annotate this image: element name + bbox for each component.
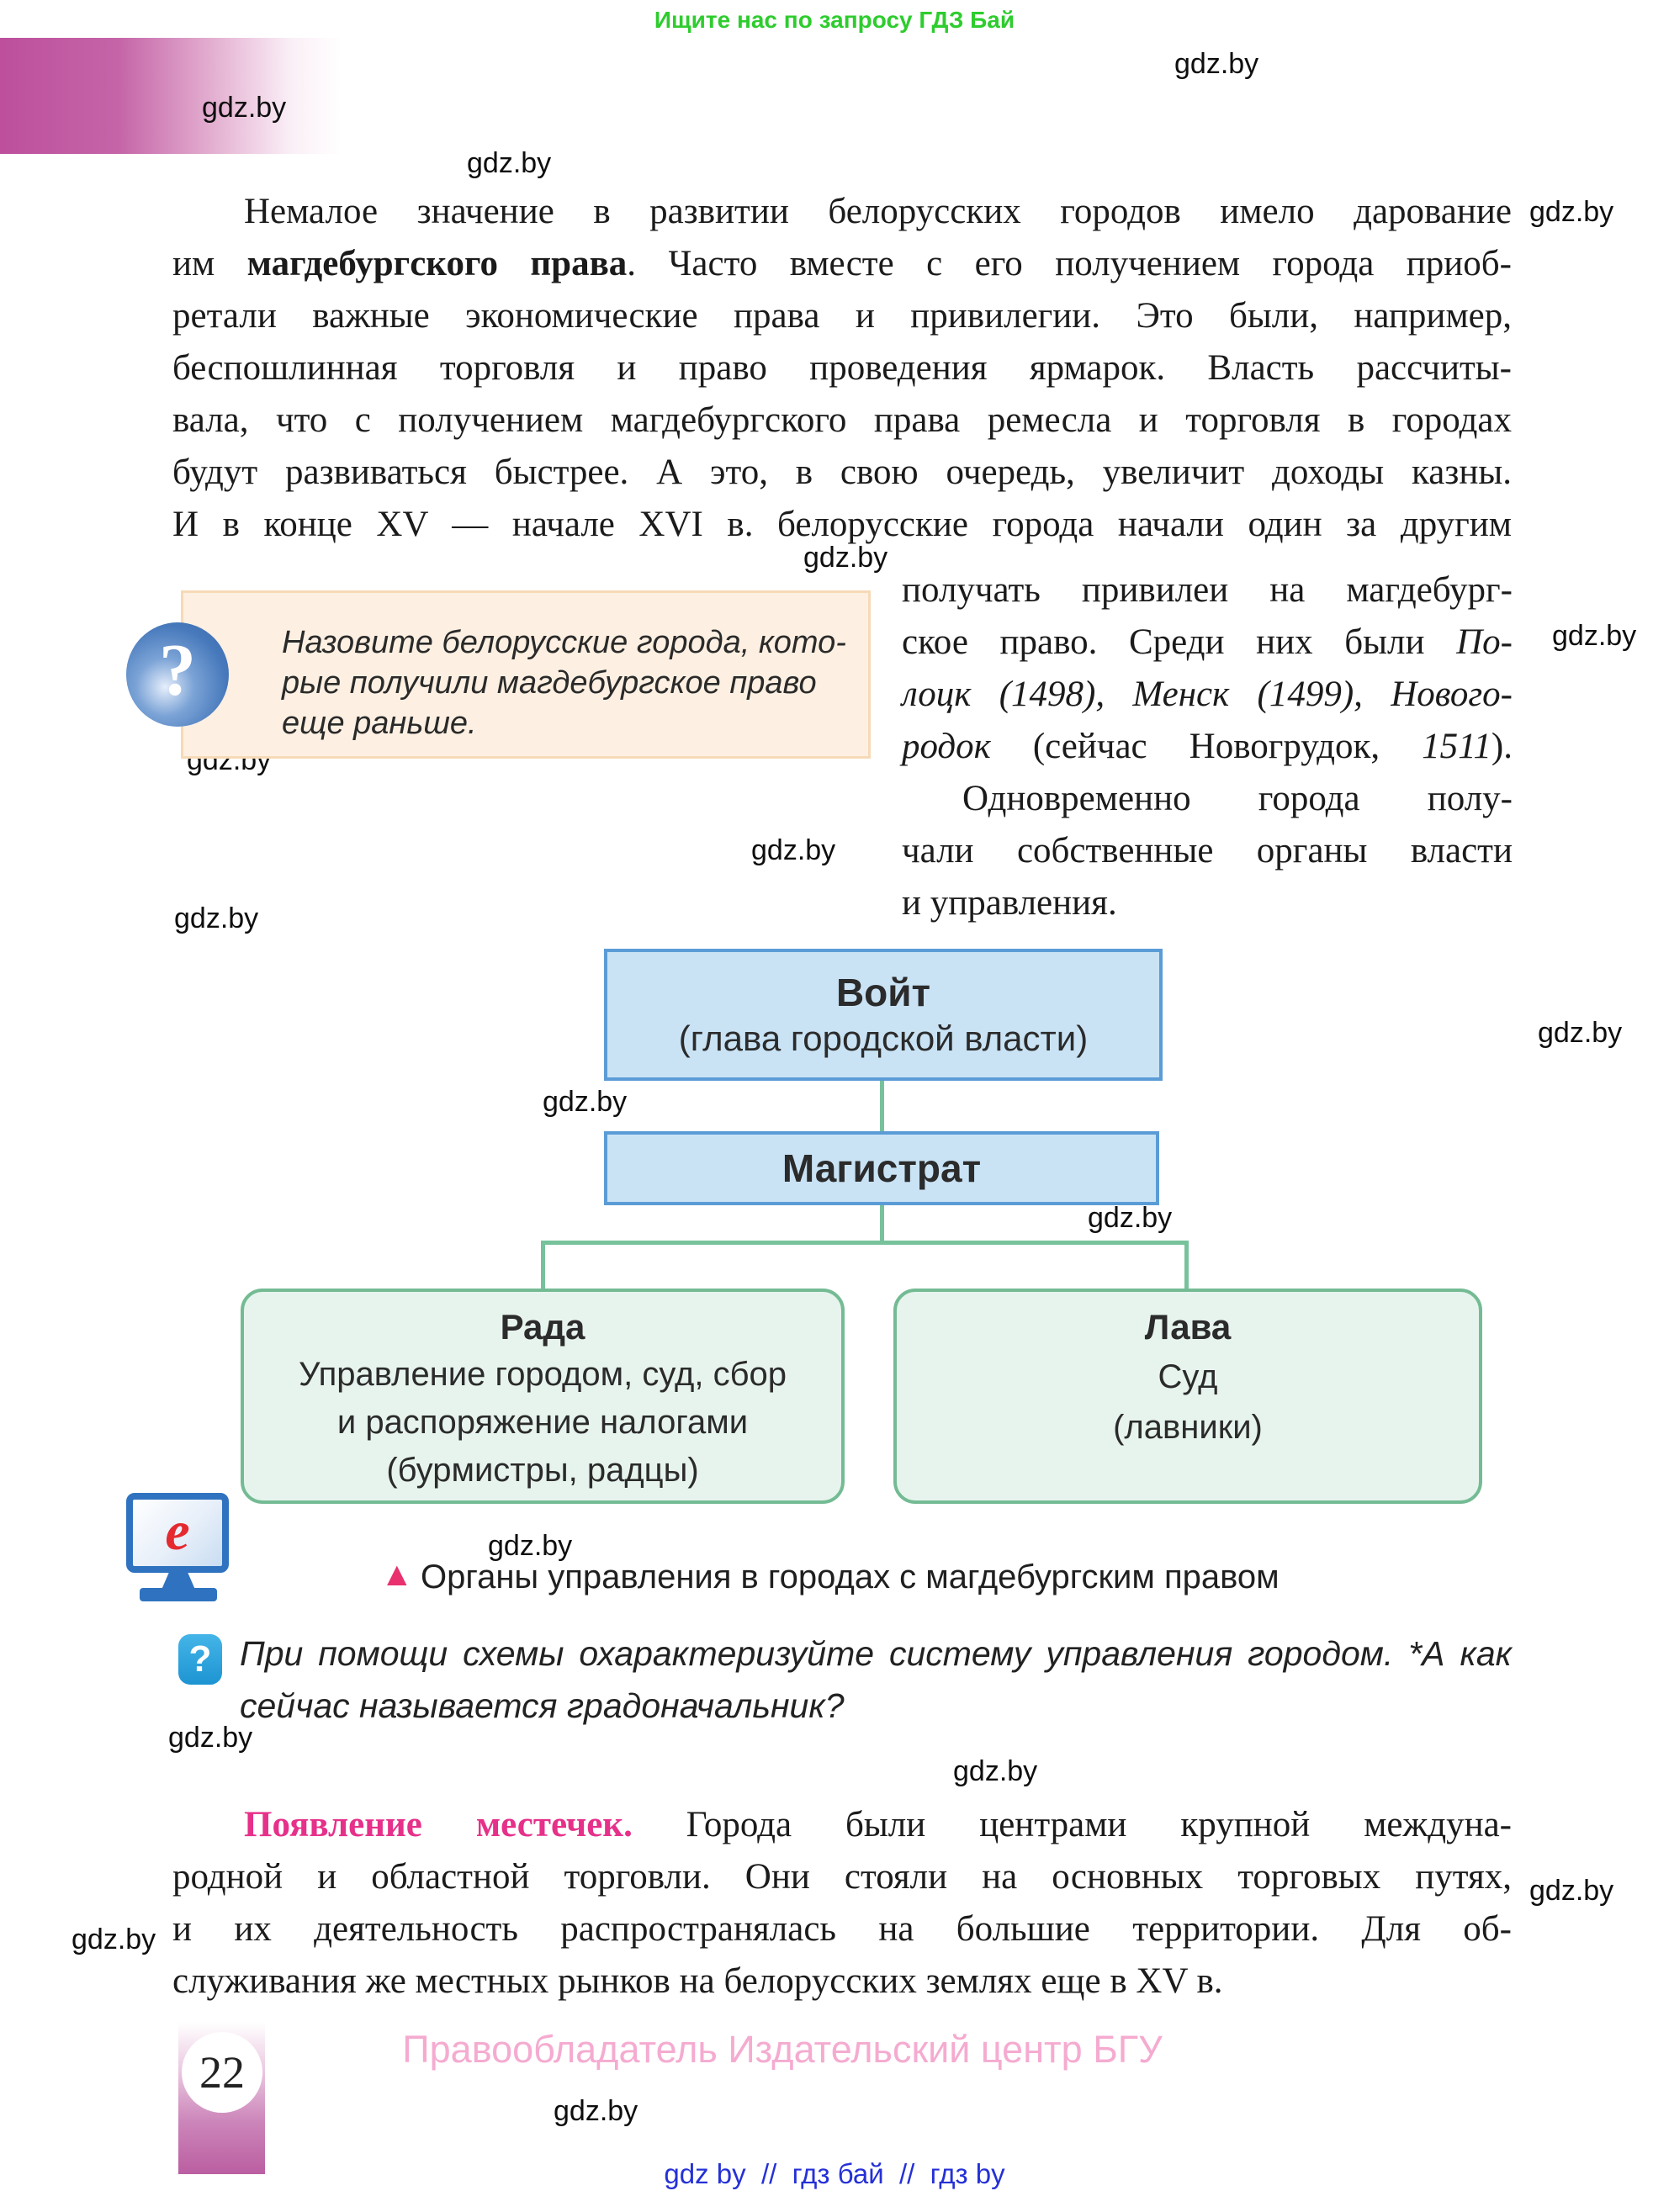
lava-line: (лавники): [1113, 1409, 1263, 1446]
question1-text: Назовите белорусские города, кото- рые п…: [282, 622, 854, 744]
para2-line: и их деятельность распространялась на бо…: [172, 1909, 1512, 1949]
question1-line: Назовите белорусские города, кото-: [282, 625, 846, 660]
watermark: gdz.by: [543, 1086, 628, 1118]
connector-line: [880, 1079, 884, 1133]
col2-line: Одновременно города полу-: [962, 779, 1513, 818]
para1-text: . Часто вместе с его получением города п…: [627, 244, 1513, 283]
section-heading: Появление местечек.: [244, 1805, 633, 1844]
diagram-box-lava: Лава Суд (лавники): [893, 1289, 1482, 1504]
para1-line: вала, что с получением магдебургского пр…: [172, 400, 1512, 440]
col2-line: родок (сейчас Новогрудок, 1511).: [902, 722, 1513, 772]
para2-line: родной и областной торговли. Они стояли …: [172, 1857, 1512, 1897]
para1-line: Немалое значение в развитии белорусских …: [244, 192, 1512, 231]
para2-line: Появление местечек. Города были центрами…: [172, 1800, 1512, 1850]
watermark: gdz.by: [1538, 1017, 1623, 1049]
watermark: gdz.by: [953, 1755, 1038, 1787]
para1-line: будут развиваться быстрее. А это, в свою…: [172, 452, 1512, 492]
footer-links[interactable]: gdz by // гдз бай // гдз by: [664, 2158, 1005, 2189]
magistrat-title: Магистрат: [782, 1146, 982, 1190]
col2-line: и управления.: [902, 883, 1117, 923]
city-name-italic: По-: [1456, 622, 1513, 662]
col2-text: (сейчас Новогрудок,: [990, 727, 1423, 766]
lava-line: Суд: [1158, 1358, 1218, 1395]
col2-line: получать привилеи на магдебург-: [902, 570, 1513, 610]
question2-line: сейчас называется градоначальник?: [240, 1686, 845, 1725]
question-icon: ?: [178, 1634, 222, 1685]
col2-line: ское право. Среди них были По-: [902, 617, 1513, 668]
copyright-text: Правообладатель Издательский центр БГУ: [402, 2028, 1163, 2071]
triangle-marker-icon: ▲: [380, 1556, 414, 1593]
para1-line: беспошлинная торговля и право проведения…: [172, 348, 1512, 388]
para1-text: им: [172, 244, 215, 283]
para2-text: Города были центрами крупной междуна-: [686, 1805, 1512, 1844]
monitor-base: [140, 1588, 217, 1601]
watermark: gdz.by: [751, 834, 836, 866]
watermark: gdz.by: [1529, 196, 1614, 228]
diagram-caption: Органы управления в городах с магдебургс…: [421, 1558, 1280, 1595]
connector-line: [880, 1205, 884, 1244]
rada-title: Рада: [500, 1307, 585, 1347]
monitor-letter: e: [165, 1500, 190, 1562]
para1-line: им магдебургского права. Часто вместе с …: [172, 239, 1512, 289]
question1-line: еще раньше.: [282, 706, 477, 741]
watermark: gdz.by: [1529, 1875, 1614, 1907]
watermark: gdz.by: [803, 542, 888, 574]
rada-line: и распоряжение налогами: [336, 1404, 749, 1441]
question-mark-glyph: ?: [188, 1638, 212, 1680]
page-number: 22: [199, 2047, 245, 2098]
year-italic: 1511: [1422, 727, 1492, 766]
connector-line: [541, 1243, 545, 1290]
voit-title: Войт: [835, 970, 931, 1014]
question2-line: При помощи схемы охарактеризуйте систему…: [240, 1634, 1512, 1673]
watermark: gdz.by: [554, 2095, 638, 2127]
voit-subtitle: (глава городской власти): [678, 1018, 1089, 1058]
header-gradient-bar: [0, 38, 341, 154]
question-mark-glyph: ?: [159, 630, 196, 712]
rada-line: Управление городом, суд, сбор: [299, 1356, 787, 1393]
top-banner-text: Ищите нас по запросу ГДЗ Бай: [654, 7, 1015, 33]
col2-text: ское право. Среди них были: [902, 622, 1425, 662]
watermark: gdz.by: [174, 902, 259, 934]
diagram-box-rada: Рада Управление городом, суд, сбор и рас…: [241, 1289, 845, 1504]
watermark: gdz.by: [1174, 48, 1259, 80]
watermark: gdz.by: [1088, 1202, 1173, 1234]
connector-line: [1184, 1243, 1189, 1290]
monitor-icon: e: [126, 1493, 229, 1573]
diagram-box-magistrat: Магистрат: [604, 1131, 1159, 1205]
rada-line: (бурмистры, радцы): [386, 1452, 699, 1489]
lava-title: Лава: [1144, 1307, 1232, 1347]
watermark: gdz.by: [168, 1722, 253, 1754]
page-number-badge: 22: [182, 2032, 262, 2113]
bold-term: магдебургского права: [246, 244, 628, 283]
watermark: gdz.by: [1552, 620, 1637, 652]
question-box: [181, 590, 871, 759]
city-name-italic: родок: [902, 727, 991, 766]
para2-line: служивания же местных рынков на белорусс…: [172, 1961, 1223, 2001]
watermark: gdz.by: [467, 147, 552, 179]
watermark: gdz.by: [488, 1530, 573, 1562]
para1-line: И в конце XV — начале XVI в. белорусские…: [172, 505, 1512, 544]
city-name-italic: лоцк (1498), Менск (1499), Нового-: [902, 675, 1513, 714]
col2-text: ).: [1491, 727, 1513, 766]
watermark: gdz.by: [72, 1924, 156, 1955]
watermark: gdz.by: [202, 92, 287, 124]
question-mark-icon: ?: [126, 622, 229, 727]
diagram-box-voit: Войт (глава городской власти): [604, 949, 1163, 1081]
question1-line: рые получили магдебургское право: [282, 665, 817, 701]
col2-line: чали собственные органы власти: [902, 831, 1513, 871]
connector-line: [541, 1241, 1189, 1245]
para1-line: ретали важные экономические права и прив…: [172, 296, 1512, 336]
